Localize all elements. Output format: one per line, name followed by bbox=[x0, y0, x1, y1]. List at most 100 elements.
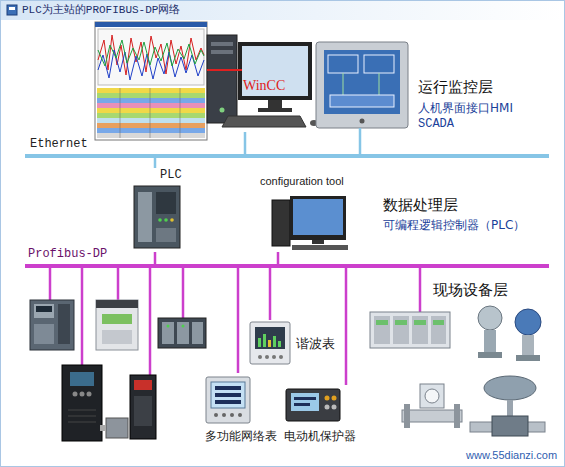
trend-screenshot bbox=[97, 133, 205, 138]
label-box: SCADA bbox=[418, 117, 454, 131]
rail-devices bbox=[374, 316, 390, 344]
soft-starter bbox=[102, 330, 132, 344]
plc-module bbox=[134, 186, 180, 248]
drive-unit bbox=[68, 422, 96, 423]
flowmeters-valve bbox=[454, 404, 460, 428]
trend-screenshot bbox=[95, 22, 207, 27]
drive-unit bbox=[68, 410, 96, 411]
hmi-panel bbox=[330, 95, 394, 107]
node-label: configuration tool bbox=[260, 175, 357, 188]
network-meter-drawing bbox=[214, 413, 218, 417]
label-box: 人机界面接口HMI bbox=[418, 101, 513, 115]
frame bbox=[9, 7, 15, 10]
flowmeters-valve bbox=[402, 376, 545, 436]
harmonic-meter-drawing bbox=[279, 355, 283, 359]
profibus-bus: Profibus-DP bbox=[25, 264, 549, 268]
hmi-panel bbox=[316, 42, 408, 154]
wincc-station: WinCC bbox=[205, 30, 316, 132]
soft-starter bbox=[96, 300, 138, 350]
harmonic-meter-drawing bbox=[258, 338, 261, 347]
ethernet-bus: Ethernet bbox=[25, 154, 549, 158]
hmi-panel bbox=[360, 119, 365, 124]
harmonic-meter-drawing bbox=[255, 327, 285, 349]
harmonic-meter-drawing bbox=[258, 355, 262, 359]
hmi-panel bbox=[328, 55, 358, 73]
motor-protector: 电动机保护器 bbox=[280, 385, 360, 447]
network-meter-drawing bbox=[215, 400, 241, 404]
harmonic-meter-drawing bbox=[265, 355, 269, 359]
network-meter-drawing bbox=[206, 377, 250, 423]
network-meter-drawing bbox=[230, 413, 234, 417]
wincc-computer bbox=[211, 42, 233, 46]
node-label: Ethernet bbox=[30, 137, 549, 151]
soft-starter bbox=[102, 314, 132, 324]
flowmeters-valve bbox=[402, 410, 462, 422]
drive-unit bbox=[73, 392, 78, 397]
rail-devices bbox=[370, 312, 450, 348]
motor-protector-drawing bbox=[286, 389, 340, 421]
label-box: www.55dianzi.com bbox=[466, 449, 557, 462]
fieldbus-drops bbox=[49, 268, 52, 300]
trend-screenshot bbox=[97, 93, 205, 98]
configuration-computer bbox=[290, 196, 346, 240]
plc-module bbox=[164, 218, 168, 222]
bus-connector bbox=[269, 268, 272, 320]
drive-unit bbox=[70, 372, 94, 386]
fieldbus-drops bbox=[182, 268, 185, 318]
io-modules bbox=[162, 322, 174, 344]
drive-unit bbox=[62, 365, 102, 441]
harmonic-meter-drawing bbox=[268, 340, 271, 347]
transmitters bbox=[478, 306, 502, 330]
hmi-panel bbox=[379, 73, 380, 95]
motor-protector-drawing bbox=[286, 389, 340, 421]
plc-module bbox=[134, 186, 180, 248]
trend-screenshot bbox=[98, 40, 204, 66]
layer-title: 现场设备层 bbox=[433, 281, 508, 299]
io-modules bbox=[177, 322, 189, 344]
frame bbox=[1, 1, 564, 20]
bus-connector bbox=[244, 132, 247, 154]
rail-devices bbox=[376, 320, 388, 325]
trend-screenshot bbox=[97, 128, 205, 133]
io-modules bbox=[167, 325, 170, 328]
trend-screenshot bbox=[97, 118, 205, 123]
bus-connector bbox=[154, 252, 157, 264]
bus-connector bbox=[345, 268, 348, 385]
flowmeters-valve bbox=[420, 384, 444, 408]
harmonic-meter-drawing bbox=[263, 334, 266, 347]
configuration-computer bbox=[272, 196, 348, 250]
layer-note: 人机界面接口HMI bbox=[418, 101, 513, 115]
soft-starter bbox=[96, 300, 138, 350]
node-label: 谐波表 bbox=[296, 336, 346, 352]
network-meter-drawing bbox=[238, 413, 242, 417]
drive-unit bbox=[62, 365, 102, 441]
rail-devices bbox=[431, 316, 446, 344]
harmonic-meter-drawing bbox=[272, 355, 276, 359]
configuration-computer bbox=[272, 200, 290, 246]
io-modules bbox=[182, 325, 185, 328]
rail-devices bbox=[414, 320, 426, 325]
frame bbox=[7, 5, 17, 15]
harmonic-meter: 谐波表 bbox=[248, 320, 346, 368]
network-meter-drawing bbox=[215, 386, 241, 390]
io-modules bbox=[158, 318, 206, 348]
label-box: 数据处理层 bbox=[383, 196, 458, 214]
transmitters bbox=[478, 352, 502, 358]
bus-connector bbox=[154, 158, 157, 168]
wincc-computer bbox=[207, 35, 318, 127]
transmitters bbox=[478, 306, 541, 361]
trend-screenshot bbox=[97, 108, 205, 113]
wincc-computer bbox=[222, 116, 306, 127]
network-meter: 多功能网络表 bbox=[200, 373, 282, 447]
label-box: 运行监控层 bbox=[418, 78, 493, 96]
rail-devices bbox=[395, 320, 407, 325]
diagram-title: PLC为主站的PROFIBUS-DP网络 bbox=[22, 4, 180, 17]
node-label: PLC bbox=[160, 168, 194, 182]
layer-title: 运行监控层 bbox=[418, 78, 493, 96]
node-label: WinCC bbox=[243, 78, 316, 95]
bus-connector bbox=[237, 268, 240, 373]
hmi-panel bbox=[364, 55, 394, 73]
servo-drive bbox=[100, 425, 106, 431]
network-meter-drawing bbox=[211, 382, 245, 408]
inverter bbox=[34, 324, 54, 344]
